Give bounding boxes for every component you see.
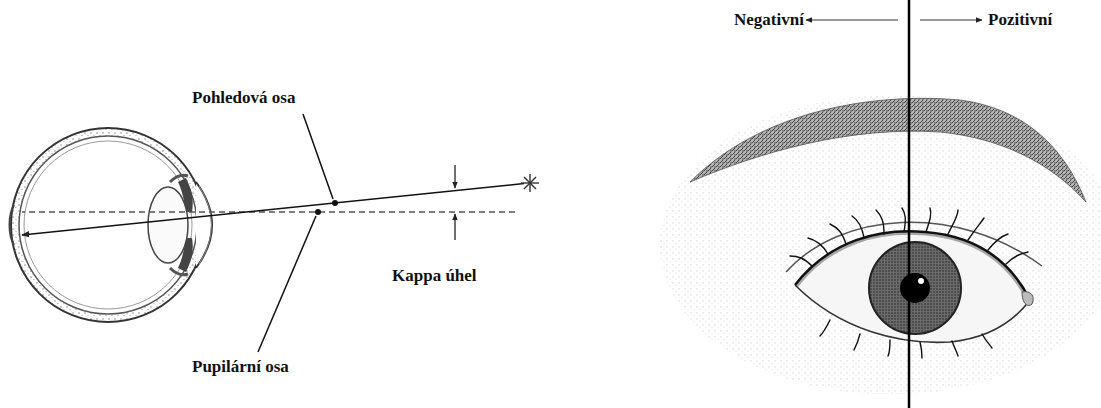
direction-arrow <box>920 19 982 20</box>
axis-point <box>332 200 338 206</box>
axis-point <box>315 209 321 215</box>
angle-arrow <box>454 165 455 188</box>
vertical-meridian <box>908 0 911 408</box>
leader-line <box>258 216 316 352</box>
direction-label: Pozitivní <box>986 10 1054 31</box>
pupillary-axis <box>22 211 515 212</box>
axis-label: Pupilární osa <box>190 357 291 378</box>
angle-label: Kappa úhel <box>390 266 479 287</box>
visual-axis <box>22 184 524 235</box>
eye-front <box>660 95 1101 395</box>
angle-arrow <box>454 214 455 240</box>
axis-label: Pohledová osa <box>190 88 297 109</box>
direction-label: Negativní <box>732 10 806 31</box>
eye-section <box>10 128 213 322</box>
direction-arrow <box>806 19 898 20</box>
leader-line <box>303 114 333 199</box>
fixation-star <box>521 174 539 192</box>
